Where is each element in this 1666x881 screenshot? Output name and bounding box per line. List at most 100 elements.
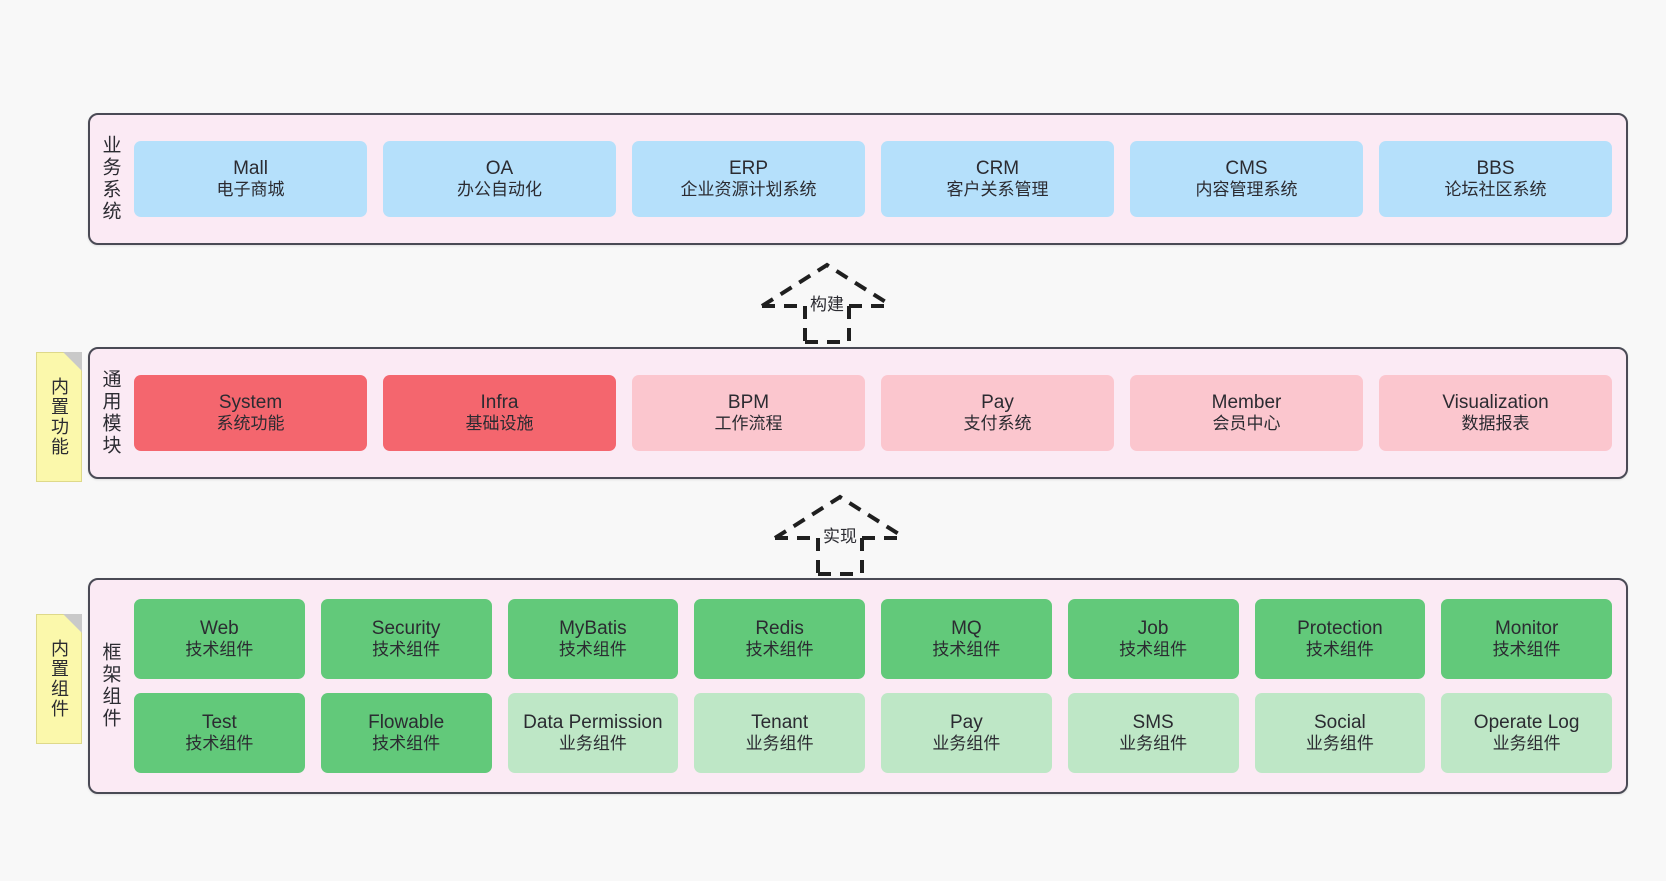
connector-label-build: 构建 (807, 290, 847, 315)
node-name: Data Permission (523, 711, 663, 733)
node-subtitle: 企业资源计划系统 (680, 180, 817, 200)
node-subtitle: 系统功能 (216, 414, 285, 434)
node-subtitle: 数据报表 (1461, 414, 1530, 434)
node-redis[interactable]: Redis 技术组件 (694, 599, 865, 679)
node-infra[interactable]: Infra 基础设施 (383, 375, 616, 451)
node-subtitle: 业务组件 (558, 734, 627, 754)
layer-title-framework-component: 框架组件 (99, 642, 121, 730)
node-subtitle: 技术组件 (1305, 640, 1374, 660)
node-subtitle: 技术组件 (932, 640, 1001, 660)
node-name: Pay (981, 391, 1014, 413)
note-builtin-function: 内置功能 (36, 352, 82, 482)
node-bpm[interactable]: BPM 工作流程 (632, 375, 865, 451)
layer-body-common-module: System 系统功能 Infra 基础设施 BPM 工作流程 Pay 支付系统… (130, 349, 1626, 477)
node-system[interactable]: System 系统功能 (134, 375, 367, 451)
node-cms[interactable]: CMS 内容管理系统 (1130, 141, 1363, 217)
connector-build: 构建 (760, 262, 894, 344)
node-name: MQ (951, 617, 982, 639)
hollow-arrow-head (773, 494, 907, 540)
node-subtitle: 技术组件 (745, 640, 814, 660)
node-subtitle: 电子商城 (216, 180, 285, 200)
node-name: MyBatis (559, 617, 627, 639)
node-name: Infra (480, 391, 519, 413)
node-name: BPM (727, 391, 770, 413)
node-subtitle: 业务组件 (1492, 734, 1561, 754)
node-pay-module[interactable]: Pay 支付系统 (881, 375, 1114, 451)
node-name: Flowable (368, 711, 445, 733)
node-subtitle: 工作流程 (714, 414, 783, 434)
node-name: Redis (755, 617, 804, 639)
node-visualization[interactable]: Visualization 数据报表 (1379, 375, 1612, 451)
layer-business-system: 业务系统 Mall 电子商城 OA 办公自动化 ERP 企业资源计划系统 CRM… (88, 113, 1628, 245)
node-mybatis[interactable]: MyBatis 技术组件 (507, 599, 679, 679)
node-name: Protection (1297, 617, 1383, 639)
node-monitor[interactable]: Monitor 技术组件 (1441, 599, 1612, 679)
node-name: Security (371, 617, 441, 639)
node-test[interactable]: Test 技术组件 (134, 693, 305, 773)
connector-implement: 实现 (773, 494, 907, 576)
layer-title-common-module: 通用模块 (99, 369, 121, 457)
note-text: 内置功能 (49, 377, 69, 457)
node-row: Web 技术组件 Security 技术组件 MyBatis 技术组件 Redi… (134, 599, 1612, 679)
layer-body-framework-component: Web 技术组件 Security 技术组件 MyBatis 技术组件 Redi… (130, 580, 1626, 792)
node-subtitle: 论坛社区系统 (1444, 180, 1547, 200)
node-name: Job (1137, 617, 1169, 639)
node-name: BBS (1476, 157, 1515, 179)
node-member[interactable]: Member 会员中心 (1130, 375, 1363, 451)
node-subtitle: 内容管理系统 (1195, 180, 1298, 200)
node-web[interactable]: Web 技术组件 (134, 599, 305, 679)
connector-label-implement: 实现 (820, 522, 860, 547)
node-name: Operate Log (1473, 711, 1580, 733)
node-subtitle: 技术组件 (372, 734, 441, 754)
node-subtitle: 技术组件 (1492, 640, 1561, 660)
layer-title-business-system: 业务系统 (99, 135, 121, 223)
note-text: 内置组件 (49, 639, 69, 719)
node-subtitle: 业务组件 (1305, 734, 1374, 754)
node-subtitle: 客户关系管理 (946, 180, 1049, 200)
node-security[interactable]: Security 技术组件 (320, 599, 492, 679)
node-name: OA (485, 157, 514, 179)
node-protection[interactable]: Protection 技术组件 (1254, 599, 1426, 679)
node-erp[interactable]: ERP 企业资源计划系统 (632, 141, 865, 217)
node-row: Mall 电子商城 OA 办公自动化 ERP 企业资源计划系统 CRM 客户关系… (134, 141, 1612, 217)
layer-common-module: 通用模块 System 系统功能 Infra 基础设施 BPM 工作流程 Pay… (88, 347, 1628, 479)
hollow-arrow-head (760, 262, 894, 308)
node-name: ERP (728, 157, 769, 179)
node-subtitle: 技术组件 (185, 640, 254, 660)
node-name: Tenant (751, 711, 809, 733)
node-subtitle: 技术组件 (372, 640, 441, 660)
node-name: CMS (1225, 157, 1268, 179)
node-subtitle: 业务组件 (1119, 734, 1188, 754)
node-oa[interactable]: OA 办公自动化 (383, 141, 616, 217)
node-name: Test (201, 711, 237, 733)
node-name: Social (1314, 711, 1366, 733)
node-row: System 系统功能 Infra 基础设施 BPM 工作流程 Pay 支付系统… (134, 375, 1612, 451)
node-flowable[interactable]: Flowable 技术组件 (320, 693, 492, 773)
layer-body-business-system: Mall 电子商城 OA 办公自动化 ERP 企业资源计划系统 CRM 客户关系… (130, 115, 1626, 243)
node-subtitle: 业务组件 (745, 734, 814, 754)
node-subtitle: 会员中心 (1212, 414, 1281, 434)
node-operate-log[interactable]: Operate Log 业务组件 (1441, 693, 1612, 773)
node-name: Monitor (1494, 617, 1559, 639)
node-tenant[interactable]: Tenant 业务组件 (694, 693, 865, 773)
node-name: System (218, 391, 283, 413)
node-subtitle: 办公自动化 (457, 180, 542, 200)
node-name: Mall (233, 157, 268, 179)
layer-framework-component: 框架组件 Web 技术组件 Security 技术组件 MyBatis 技术组件… (88, 578, 1628, 794)
node-subtitle: 业务组件 (932, 734, 1001, 754)
node-subtitle: 基础设施 (465, 414, 534, 434)
node-subtitle: 技术组件 (1119, 640, 1188, 660)
node-pay-component[interactable]: Pay 业务组件 (881, 693, 1052, 773)
node-sms[interactable]: SMS 业务组件 (1067, 693, 1239, 773)
node-job[interactable]: Job 技术组件 (1067, 599, 1239, 679)
node-name: Web (200, 617, 239, 639)
note-builtin-component: 内置组件 (36, 614, 82, 744)
node-crm[interactable]: CRM 客户关系管理 (881, 141, 1114, 217)
node-bbs[interactable]: BBS 论坛社区系统 (1379, 141, 1612, 217)
node-mall[interactable]: Mall 电子商城 (134, 141, 367, 217)
node-subtitle: 技术组件 (185, 734, 254, 754)
node-row: Test 技术组件 Flowable 技术组件 Data Permission … (134, 693, 1612, 773)
node-data-permission[interactable]: Data Permission 业务组件 (507, 693, 679, 773)
node-social[interactable]: Social 业务组件 (1254, 693, 1426, 773)
node-mq[interactable]: MQ 技术组件 (881, 599, 1052, 679)
